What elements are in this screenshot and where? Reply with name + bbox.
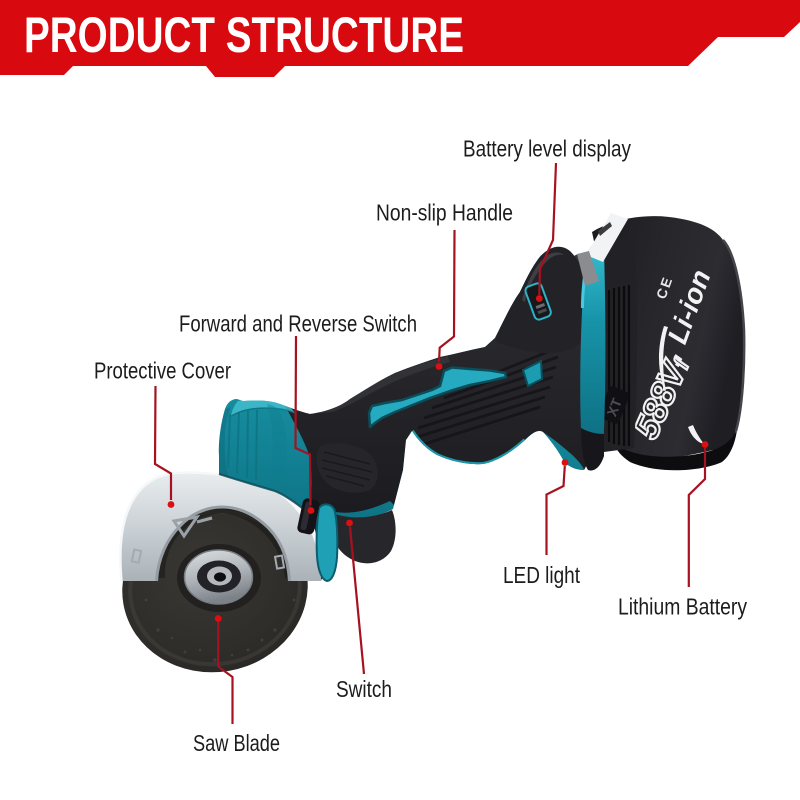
svg-text:Non-slip Handle: Non-slip Handle bbox=[376, 200, 513, 226]
svg-text:Battery level display: Battery level display bbox=[463, 136, 631, 162]
svg-text:Forward and Reverse Switch: Forward and Reverse Switch bbox=[179, 311, 417, 337]
svg-text:Switch: Switch bbox=[336, 676, 392, 702]
svg-text:Saw Blade: Saw Blade bbox=[193, 730, 280, 756]
svg-text:CE: CE bbox=[653, 274, 676, 302]
svg-text:Protective Cover: Protective Cover bbox=[94, 358, 231, 384]
svg-text:LED light: LED light bbox=[503, 562, 580, 588]
svg-text:XT: XT bbox=[603, 396, 625, 419]
svg-text:Lithium Battery: Lithium Battery bbox=[618, 594, 747, 620]
svg-text:PRODUCT STRUCTURE: PRODUCT STRUCTURE bbox=[24, 7, 464, 63]
